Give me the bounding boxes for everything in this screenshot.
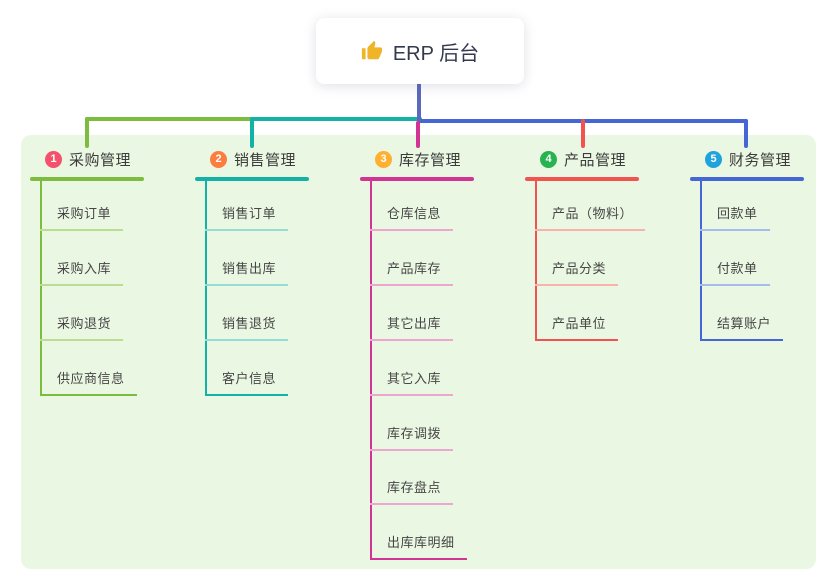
root-node-label: ERP 后台: [392, 42, 480, 65]
branch-spine-line: [700, 180, 702, 341]
node-sales-outbound[interactable]: 销售出库: [205, 260, 289, 286]
branch-underline: [360, 177, 474, 181]
badge-1-icon: 1: [45, 151, 62, 168]
branch-header-purchase[interactable]: 1 采购管理: [45, 149, 131, 170]
branch-label: 库存管理: [399, 152, 462, 169]
badge-2-icon: 2: [210, 151, 227, 168]
node-customer-info[interactable]: 客户信息: [205, 370, 289, 396]
connector-bus-sales: [250, 117, 422, 121]
branch-header-product[interactable]: 4 产品管理: [540, 149, 626, 170]
node-purchase-return[interactable]: 采购退货: [40, 315, 124, 341]
branch-underline: [525, 177, 639, 181]
node-outbound-detail[interactable]: 出库库明细: [370, 534, 467, 560]
branch-underline: [30, 177, 144, 181]
branch-header-finance[interactable]: 5 财务管理: [705, 149, 791, 170]
node-settlement-account[interactable]: 结算账户: [700, 315, 784, 341]
branch-header-inventory[interactable]: 3 库存管理: [375, 149, 461, 170]
thumbs-up-icon: [361, 40, 382, 60]
branch-spine-line: [205, 180, 207, 396]
node-supplier-info[interactable]: 供应商信息: [40, 370, 137, 396]
node-product-category[interactable]: 产品分类: [535, 260, 619, 286]
connector-drop-finance: [744, 119, 748, 148]
badge-4-icon: 4: [540, 151, 557, 168]
node-stock-transfer[interactable]: 库存调拨: [370, 425, 454, 451]
badge-5-icon: 5: [705, 151, 722, 168]
node-product-material[interactable]: 产品（物料）: [535, 205, 646, 231]
node-other-inbound[interactable]: 其它入库: [370, 370, 454, 396]
branch-label: 销售管理: [234, 152, 297, 169]
connector-root-line: [417, 84, 421, 122]
branch-underline: [690, 177, 804, 181]
node-stock-taking[interactable]: 库存盘点: [370, 479, 454, 505]
branch-label: 财务管理: [729, 152, 792, 169]
node-purchase-inbound[interactable]: 采购入库: [40, 260, 124, 286]
node-sales-return[interactable]: 销售退货: [205, 315, 289, 341]
branch-label: 采购管理: [69, 152, 132, 169]
branch-spine-line: [535, 180, 537, 341]
badge-3-icon: 3: [375, 151, 392, 168]
branch-header-sales[interactable]: 2 销售管理: [210, 149, 296, 170]
node-sales-order[interactable]: 销售订单: [205, 205, 289, 231]
connector-drop-inventory: [416, 121, 420, 148]
connector-drop-purchase: [85, 117, 89, 148]
node-product-unit[interactable]: 产品单位: [535, 315, 619, 341]
node-payment-bill[interactable]: 付款单: [700, 260, 770, 286]
branch-underline: [195, 177, 309, 181]
mindmap-panel: [21, 135, 816, 569]
connector-drop-sales: [250, 117, 254, 148]
node-warehouse-info[interactable]: 仓库信息: [370, 205, 454, 231]
branch-label: 产品管理: [564, 152, 627, 169]
node-product-stock[interactable]: 产品库存: [370, 260, 454, 286]
node-purchase-order[interactable]: 采购订单: [40, 205, 124, 231]
branch-spine-line: [370, 180, 372, 560]
branch-spine-line: [40, 180, 42, 396]
root-node[interactable]: ERP 后台: [316, 18, 524, 84]
connector-drop-product: [581, 119, 585, 148]
node-receipt-bill[interactable]: 回款单: [700, 205, 770, 231]
node-other-outbound[interactable]: 其它出库: [370, 315, 454, 341]
